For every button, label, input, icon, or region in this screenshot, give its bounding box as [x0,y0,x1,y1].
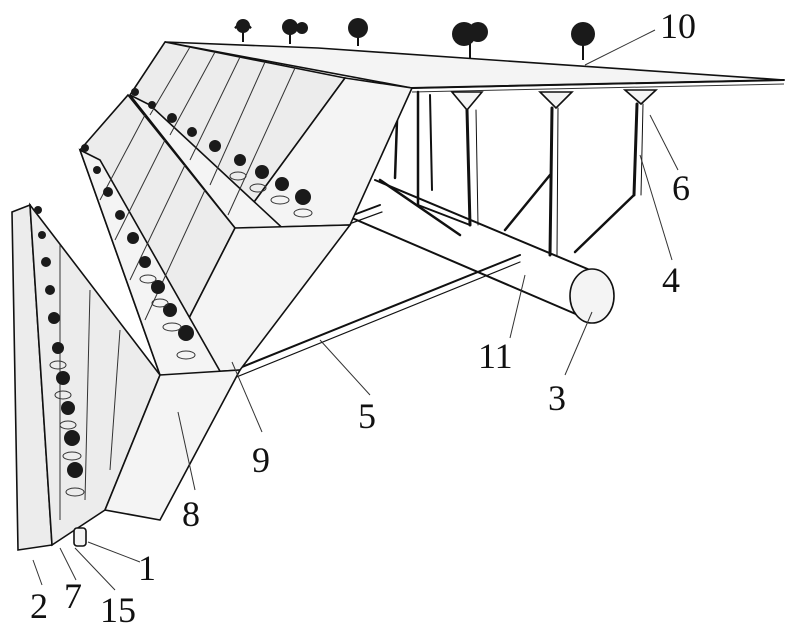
main-tank [345,180,614,323]
label-15: 15 [100,590,136,630]
drain-cup [74,528,86,546]
diagonal-pipe [505,175,550,230]
leader-3 [565,312,592,375]
vertical-pipe [634,104,637,195]
vertical-pipe-edge [557,108,558,255]
label-5: 5 [358,396,376,436]
leader-6 [650,115,678,170]
leader-1 [88,542,140,562]
plant [452,22,488,58]
brace [380,180,460,235]
vertical-pipe-edge [476,110,478,225]
label-6: 6 [672,168,690,208]
leader-4 [640,155,672,260]
label-11: 11 [478,336,513,376]
leader-11 [510,275,525,338]
leader-10 [585,30,655,65]
vertical-pipe [550,108,552,255]
rear-post [430,95,432,190]
funnel [452,92,482,110]
label-4: 4 [662,260,680,300]
label-3: 3 [548,378,566,418]
diagonal-pipe [575,195,634,252]
plant [282,19,308,44]
vertical-pipe-edge [641,104,643,195]
plant [235,19,251,42]
label-9: 9 [252,440,270,480]
label-7: 7 [64,576,82,616]
leader-5 [320,340,370,395]
funnel [625,90,656,104]
label-10: 10 [660,6,696,46]
funnel [540,92,572,108]
label-8: 8 [182,494,200,534]
plant [348,18,368,46]
label-2: 2 [30,586,48,626]
plant [571,22,595,60]
leader-2 [33,560,42,585]
label-1: 1 [138,548,156,588]
tank-end [570,269,614,323]
vertical-pipe [467,110,470,225]
